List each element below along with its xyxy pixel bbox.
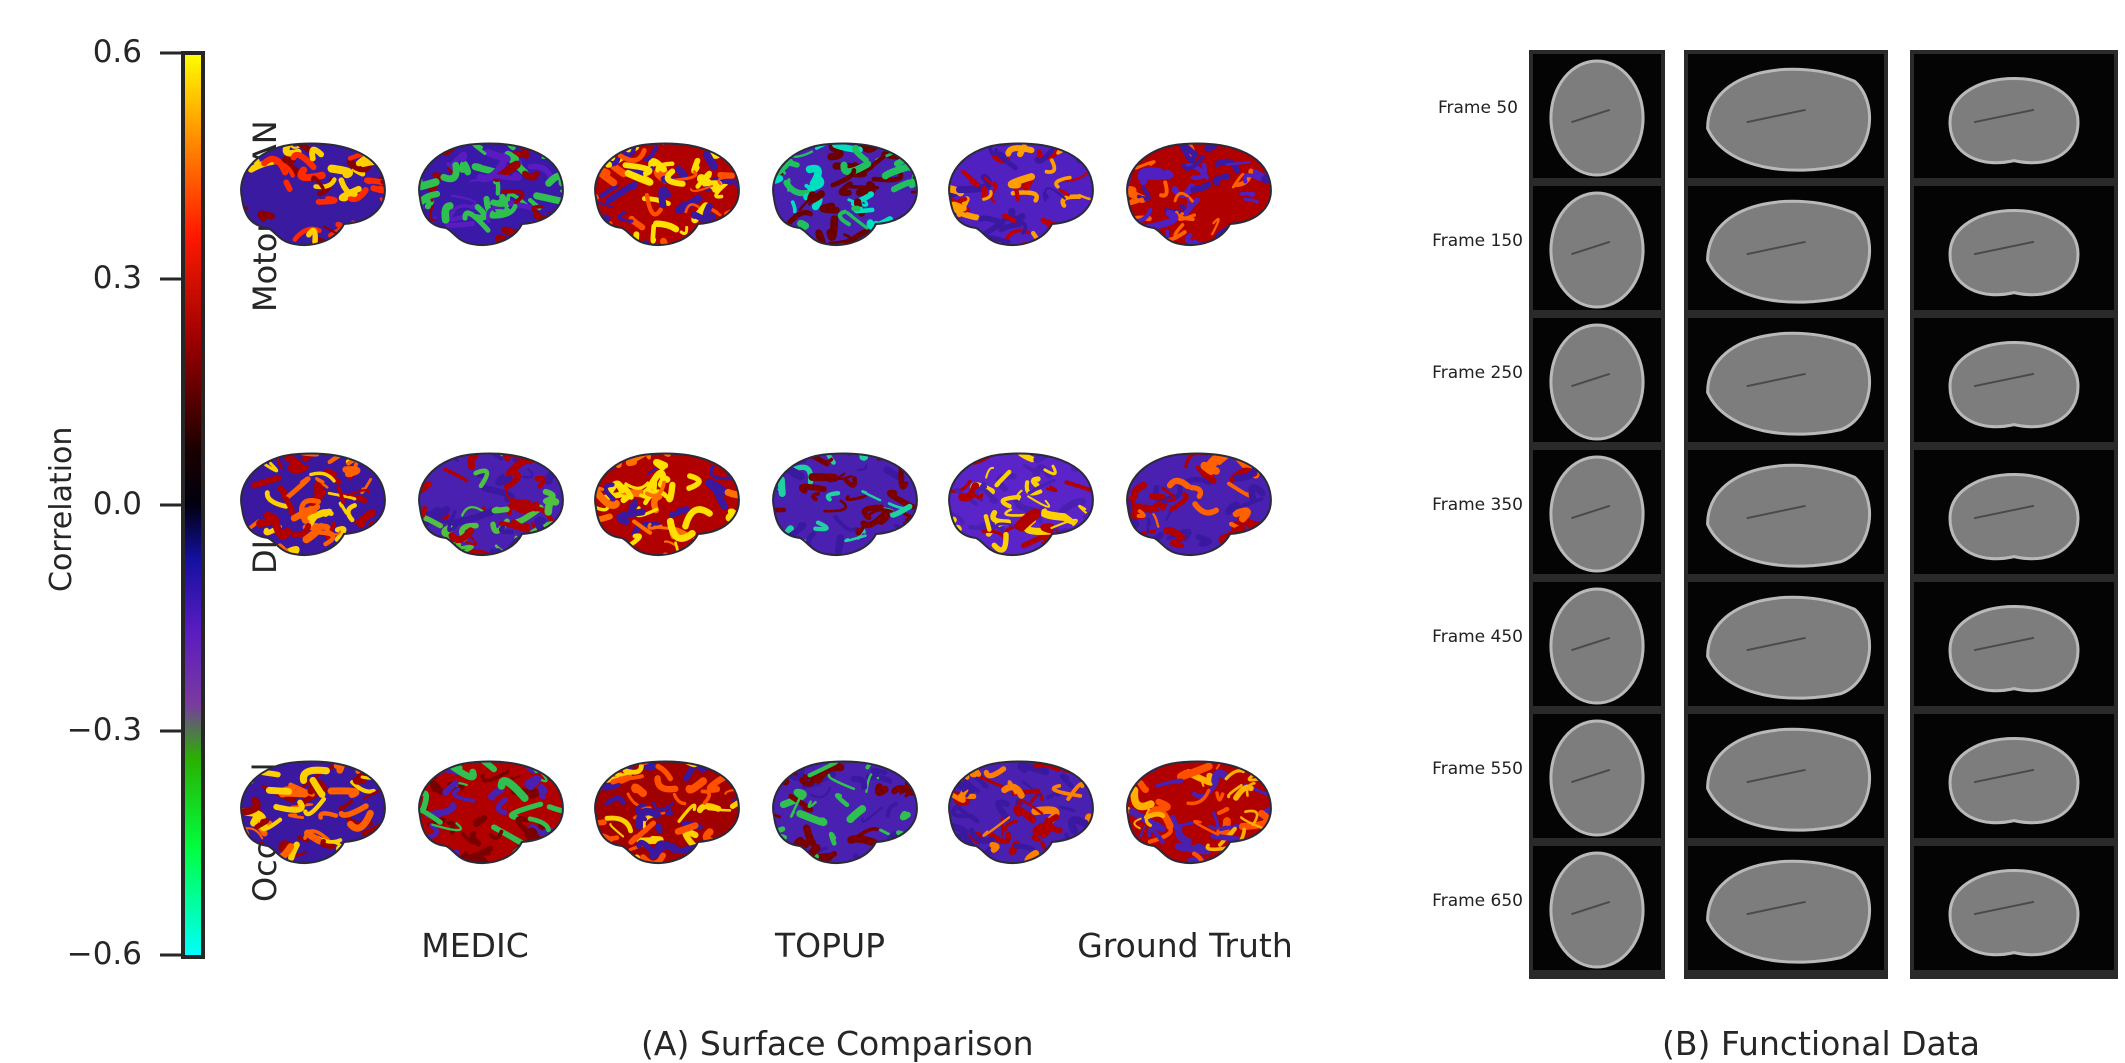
sagittal-slice-image: [1688, 582, 1884, 706]
axial-slice-image: [1533, 54, 1661, 178]
brain-surface-map: [948, 452, 1094, 556]
axial-slice-image: [1533, 582, 1661, 706]
brain-surface-map: [594, 142, 740, 246]
brain-surface-map: [948, 760, 1094, 864]
sagittal-slice-image: [1688, 318, 1884, 442]
brain-surface-map: [418, 452, 564, 556]
colorbar-gradient: [181, 51, 205, 959]
column-label-ground-truth: Ground Truth: [1077, 926, 1293, 965]
column-label-topup: TOPUP: [774, 926, 886, 965]
coronal-slice-image: [1914, 450, 2114, 574]
colorbar-tick-label: 0.6: [92, 34, 142, 70]
colorbar-tick-label: 0.0: [92, 486, 142, 522]
brain-surface-map: [240, 452, 386, 556]
brain-surface-map: [594, 452, 740, 556]
colorbar: [160, 51, 205, 959]
axial-slice-image: [1533, 318, 1661, 442]
frame-label: Frame 150: [1432, 231, 1523, 251]
brain-surface-map: [772, 142, 918, 246]
axial-slice-image: [1533, 846, 1661, 970]
brain-surface-map: [240, 142, 386, 246]
sagittal-slice-image: [1688, 54, 1884, 178]
brain-surface-map: [594, 760, 740, 864]
coronal-slice-image: [1914, 186, 2114, 310]
sagittal-slice-image: [1688, 450, 1884, 574]
colorbar-tick-label: −0.6: [66, 936, 142, 972]
brain-surface-map: [772, 760, 918, 864]
section-title-functional-data: (B) Functional Data: [1662, 1024, 1980, 1063]
coronal-slice-image: [1914, 582, 2114, 706]
brain-surface-map: [1126, 760, 1272, 864]
frame-label: Frame 650: [1432, 891, 1523, 911]
colorbar-axis-label: Correlation: [44, 426, 79, 592]
sagittal-slice-image: [1688, 714, 1884, 838]
brain-surface-map: [418, 760, 564, 864]
sagittal-slice-image: [1688, 846, 1884, 970]
frame-label: Frame 350: [1432, 495, 1523, 515]
coronal-slice-image: [1914, 846, 2114, 970]
frame-label: Frame 550: [1432, 759, 1523, 779]
coronal-slice-image: [1914, 714, 2114, 838]
frame-label: Frame 50: [1437, 98, 1518, 118]
axial-slice-image: [1533, 714, 1661, 838]
axial-slice-image: [1533, 186, 1661, 310]
section-title-surface-comparison: (A) Surface Comparison: [641, 1024, 1034, 1063]
coronal-slice-image: [1914, 318, 2114, 442]
column-label-medic: MEDIC: [421, 926, 529, 965]
brain-surface-map: [240, 760, 386, 864]
brain-surface-map: [772, 452, 918, 556]
coronal-slice-image: [1914, 54, 2114, 178]
colorbar-tick-label: −0.3: [66, 712, 142, 748]
brain-surface-map: [418, 142, 564, 246]
frame-label: Frame 450: [1432, 627, 1523, 647]
colorbar-tick-label: 0.3: [92, 260, 142, 296]
axial-slice-image: [1533, 450, 1661, 574]
sagittal-slice-image: [1688, 186, 1884, 310]
brain-surface-map: [1126, 142, 1272, 246]
brain-surface-map: [948, 142, 1094, 246]
frame-label: Frame 250: [1432, 363, 1523, 383]
brain-surface-map: [1126, 452, 1272, 556]
